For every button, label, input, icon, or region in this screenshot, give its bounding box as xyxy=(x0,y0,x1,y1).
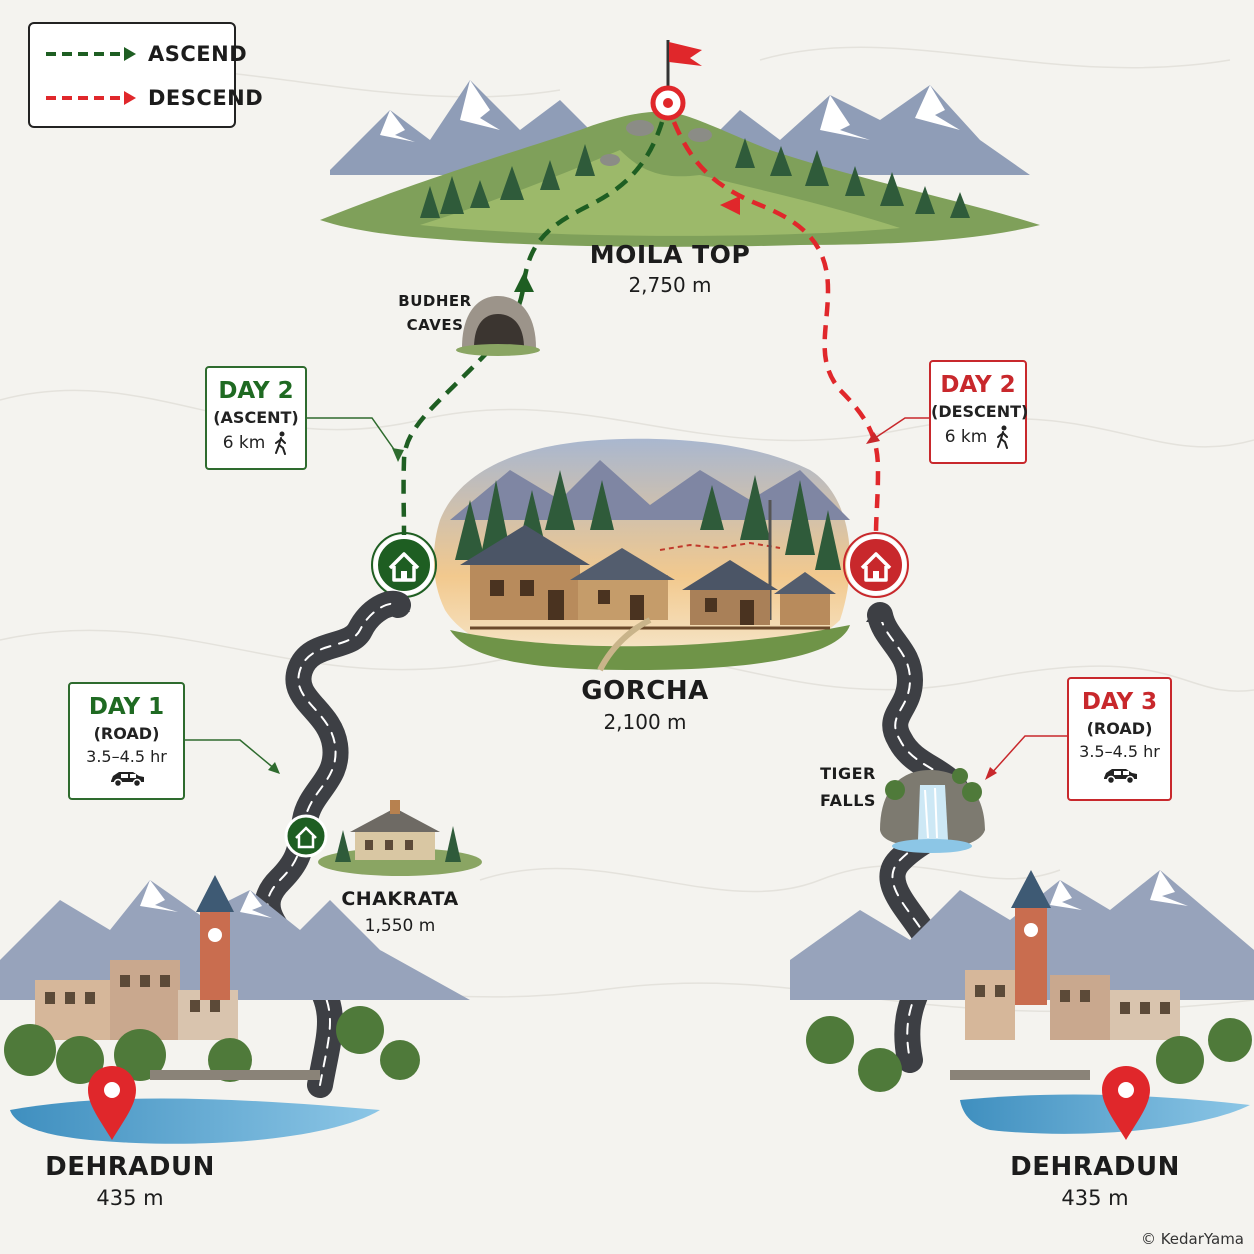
place-dehradun-start: DEHRADUN 435 m xyxy=(30,1152,230,1210)
callout-day1-road: DAY 1 (ROAD) 3.5–4.5 hr xyxy=(68,682,185,800)
place-gorcha: GORCHA 2,100 m xyxy=(545,676,745,734)
gorcha-descent-home-icon[interactable] xyxy=(843,532,909,598)
callout-day2-ascent: DAY 2 (ASCENT) 6 km xyxy=(205,366,307,470)
place-name: CHAKRATA xyxy=(341,888,459,910)
callout-value: 3.5–4.5 hr xyxy=(1079,742,1160,761)
gorcha-ascent-home-icon[interactable] xyxy=(371,532,437,598)
callout-day3-road: DAY 3 (ROAD) 3.5–4.5 hr xyxy=(1067,677,1172,801)
place-budher-caves: BUDHER CAVES xyxy=(390,292,480,334)
copyright-text: © KedarYama xyxy=(1140,1230,1244,1248)
place-altitude: 2,750 m xyxy=(628,273,712,297)
gorcha-village xyxy=(433,438,850,672)
callout-mode: (ROAD) xyxy=(93,724,160,743)
place-name-line1: TIGER xyxy=(820,764,876,783)
place-name-line1: BUDHER xyxy=(398,292,472,310)
callout-value: 3.5–4.5 hr xyxy=(86,747,167,766)
dehradun-start-city xyxy=(0,875,470,1144)
legend-ascend-label: ASCEND xyxy=(148,42,248,66)
callout-day2-descent: DAY 2 (DESCENT) 6 km xyxy=(929,360,1029,464)
descent-arrow-icon xyxy=(720,196,740,215)
place-chakrata: CHAKRATA 1,550 m xyxy=(320,888,480,936)
callout-lines xyxy=(185,417,1067,780)
descend-arrow-icon xyxy=(46,91,136,105)
chakrata-town xyxy=(318,800,482,876)
place-altitude: 435 m xyxy=(1061,1186,1129,1210)
place-name-line2: CAVES xyxy=(406,316,464,334)
callout-day: DAY 1 xyxy=(88,694,165,720)
callout-value: 6 km xyxy=(944,427,988,447)
legend-descend-label: DESCEND xyxy=(148,86,264,110)
place-moila-top: MOILA TOP 2,750 m xyxy=(570,240,770,297)
descent-trail xyxy=(671,121,881,536)
callout-day: DAY 2 xyxy=(940,372,1016,398)
place-altitude: 1,550 m xyxy=(364,916,436,936)
place-name-line2: FALLS xyxy=(820,791,876,810)
hiker-icon xyxy=(997,425,1009,449)
ascend-arrow-icon xyxy=(46,47,136,61)
place-dehradun-end: DEHRADUN 435 m xyxy=(995,1152,1195,1210)
place-name: DEHRADUN xyxy=(1010,1152,1180,1182)
callout-day: DAY 3 xyxy=(1081,689,1158,715)
map-legend: ASCEND DESCEND xyxy=(28,22,263,128)
place-tiger-falls: TIGER FALLS xyxy=(810,764,886,810)
summit-marker-icon[interactable] xyxy=(650,85,686,121)
car-icon xyxy=(1103,769,1137,785)
callout-day: DAY 2 xyxy=(218,378,294,404)
chakrata-home-icon[interactable] xyxy=(284,814,328,858)
map-pin-icon[interactable] xyxy=(1102,1066,1150,1140)
cave-icon xyxy=(456,296,540,356)
map-pin-icon[interactable] xyxy=(88,1066,136,1140)
callout-value: 6 km xyxy=(222,433,266,453)
legend-ascend: ASCEND xyxy=(44,42,247,66)
callout-mode: (ASCENT) xyxy=(213,408,299,427)
place-name: DEHRADUN xyxy=(45,1152,215,1182)
place-altitude: 2,100 m xyxy=(603,710,687,734)
hiker-icon xyxy=(275,431,287,455)
waterfall-icon xyxy=(880,768,985,853)
callout-mode: (ROAD) xyxy=(1086,719,1153,738)
ascent-arrow-icon xyxy=(514,272,534,292)
place-name: MOILA TOP xyxy=(589,240,751,269)
place-name: GORCHA xyxy=(581,676,709,706)
place-altitude: 435 m xyxy=(96,1186,164,1210)
callout-mode: (DESCENT) xyxy=(931,402,1029,421)
legend-descend: DESCEND xyxy=(44,86,263,110)
dehradun-end-city xyxy=(790,870,1254,1134)
car-icon xyxy=(110,772,144,788)
